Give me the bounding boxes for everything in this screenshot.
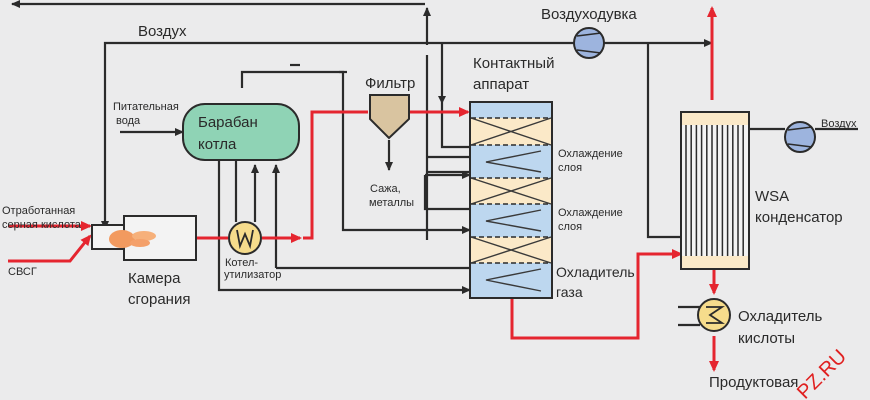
air-main-line [103,41,575,225]
product-label: Продуктовая [709,374,798,391]
contact-converter [469,101,553,299]
feed-water-label-1: Питательная [113,101,179,113]
bed-cooling-a-label-2: слоя [558,162,582,174]
combustion-chamber [91,215,197,261]
wsa-label-1: WSA [755,188,789,205]
hot-gas-lines [8,6,719,372]
soot-label-1: Сажа, [370,183,401,195]
gas-cooler-label-1: Охладитель [556,264,635,280]
waste-heat-boiler [228,221,262,255]
filter-label: Фильтр [365,75,415,92]
filter [369,94,410,140]
air-blower-right [784,121,816,153]
acid-cooler [697,298,731,332]
combustion-label-2: сгорания [128,291,190,308]
blower-label: Воздуходувка [541,6,637,23]
spent-acid-label-2: серная кислота [2,219,82,231]
bed-cooling-b-label-1: Охлаждение [558,207,623,219]
boiler-drum [182,103,300,161]
wsa-label-2: конденсатор [755,209,843,226]
svsg-line [8,234,92,263]
converter-label-1: Контактный [473,55,554,72]
air-top-label: Воздух [138,23,187,40]
bed-cooling-a-label-1: Охлаждение [558,148,623,160]
combustion-label-1: Камера [128,270,181,287]
process-lines [11,0,858,327]
waste-heat-label-2: утилизатор [224,269,281,281]
watermark: PZ.RU [793,346,851,400]
converter-label-2: аппарат [473,76,529,93]
drum-label-1: Барабан [198,114,258,131]
svsg-label: СВСГ [8,266,37,278]
gas-cooler-label-2: газа [556,284,583,300]
waste-heat-label-1: Котел- [225,257,258,269]
drum-label-2: котла [198,136,237,153]
air-right-label: Воздух [821,118,857,130]
soot-label-2: металлы [369,197,414,209]
acid-cooler-label-1: Охладитель [738,308,823,325]
blower [573,27,605,59]
bed-cooling-b-label-2: слоя [558,221,582,233]
acid-cooler-label-2: кислоты [738,330,795,347]
feed-water-label-2: вода [116,115,141,127]
flame-icon [109,230,156,248]
wsa-condenser [680,111,750,270]
spent-acid-label-1: Отработанная [2,205,75,217]
